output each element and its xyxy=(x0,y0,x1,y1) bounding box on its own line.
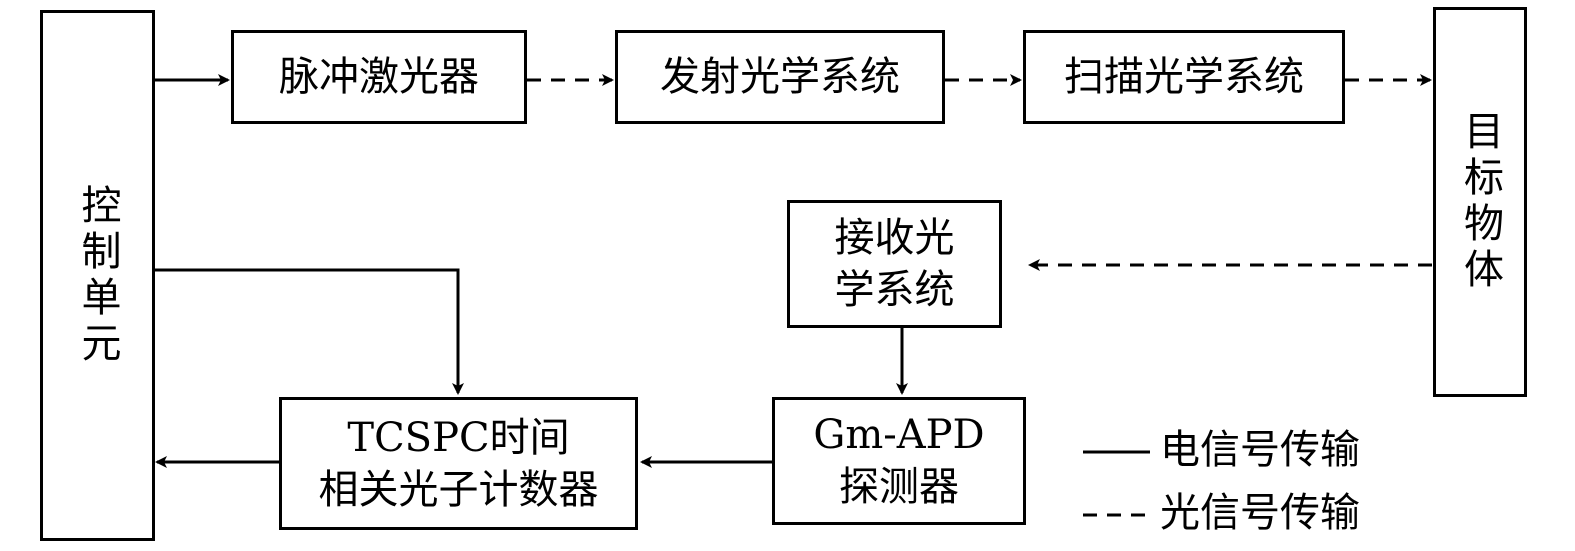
target-object-box: 目标物体 xyxy=(1433,7,1527,397)
receive-optics-label-line2: 学系统 xyxy=(834,267,955,313)
receive-optics-box: 接收光 学系统 xyxy=(787,200,1002,328)
legend-electrical-label: 电信号传输 xyxy=(1160,427,1360,473)
pulse-laser-label: 脉冲激光器 xyxy=(279,54,479,100)
emit-optics-label: 发射光学系统 xyxy=(660,54,900,100)
detector-label-line2: 探测器 xyxy=(839,464,959,510)
detector-box: Gm-APD 探测器 xyxy=(772,397,1026,525)
tcspc-box: TCSPC时间 相关光子计数器 xyxy=(279,397,638,530)
tcspc-label-line1: TCSPC时间 xyxy=(347,414,570,461)
arrow-control-to-tcspc xyxy=(153,268,464,395)
receive-optics-label-line1: 接收光 xyxy=(834,215,955,261)
scan-optics-box: 扫描光学系统 xyxy=(1023,30,1345,124)
legend-optical-label: 光信号传输 xyxy=(1160,490,1360,536)
scan-optics-label: 扫描光学系统 xyxy=(1064,54,1304,100)
detector-label-line1: Gm-APD xyxy=(813,412,985,458)
pulse-laser-box: 脉冲激光器 xyxy=(231,30,527,124)
control-unit-box: 控制单元 xyxy=(40,10,155,541)
control-unit-label: 控制单元 xyxy=(74,183,121,368)
target-object-label: 目标物体 xyxy=(1457,110,1503,294)
emit-optics-box: 发射光学系统 xyxy=(615,30,945,124)
tcspc-label-line2: 相关光子计数器 xyxy=(318,466,599,513)
